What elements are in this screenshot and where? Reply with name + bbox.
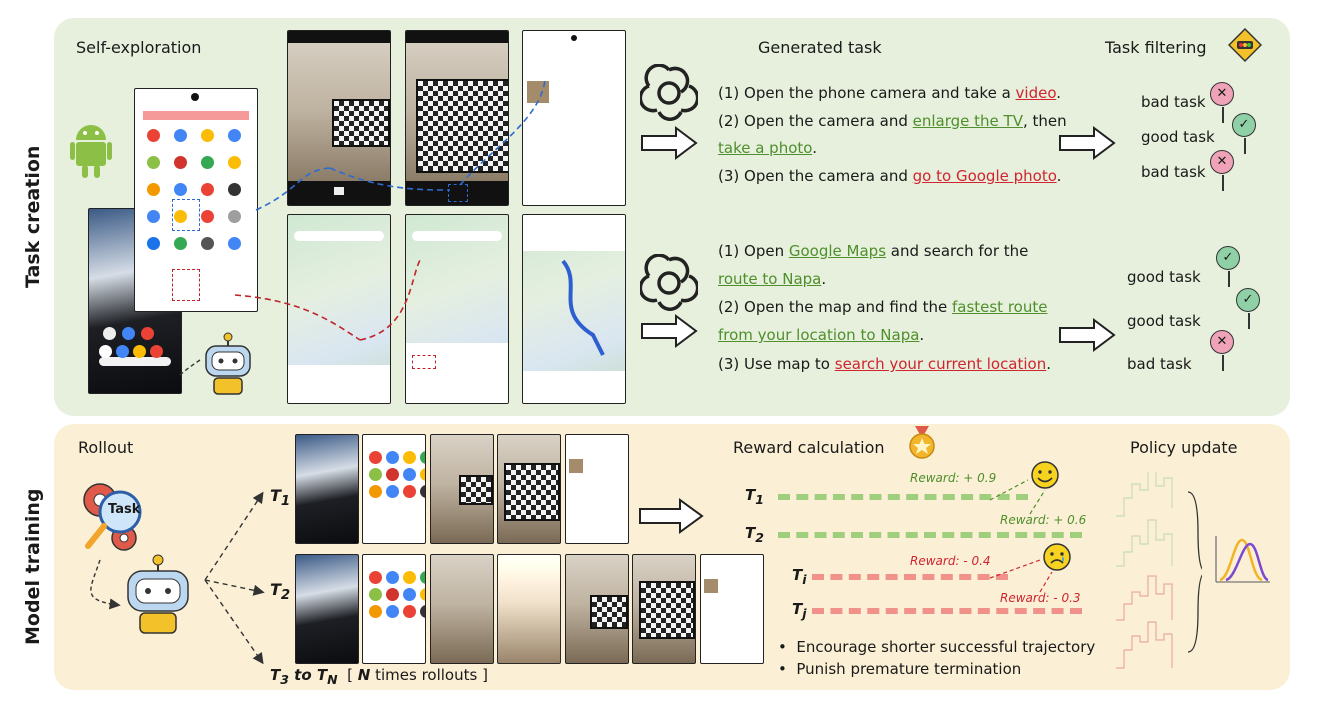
happy-face-icon [1031,461,1059,489]
generated-task-2-1b: route to Napa. [718,270,827,288]
cross-icon-stem [1222,355,1224,371]
task-magnifier-icon [83,483,142,551]
cross-icon: ✕ [1210,150,1234,174]
trajectory-bar-t1 [778,494,1028,500]
cross-icon-stem [1222,107,1224,123]
phone-maps-2 [405,214,509,404]
filter-label: bad task [1141,163,1206,181]
rollout-2-screen-7 [700,554,764,664]
reward-label: Reward: + 0.9 [910,471,997,485]
filter-label: bad task [1141,93,1206,111]
reward-row-label: T1 [745,486,764,507]
generated-task-1-1: (1) Open the phone camera and take a vid… [718,84,1062,102]
rollout-1-screen-2 [362,434,426,544]
cross-icon: ✕ [1210,330,1234,354]
trajectory-bar-ti [812,574,1008,580]
generated-task-1-2: (2) Open the camera and enlarge the TV, … [718,112,1067,130]
rollout-2-screen-5 [565,554,629,664]
rollout-1-screen-1 [295,434,359,544]
reward-row-label: T2 [745,524,764,545]
android-icon [70,125,112,178]
phone-app-drawer [134,88,258,312]
rollout-t2-label: T2 [270,580,291,604]
sad-face-icon [1043,543,1071,571]
rollout-2-screen-3 [430,554,494,664]
filter-label: good task [1127,268,1201,286]
openai-logo-icon [640,254,698,311]
filter-label: bad task [1127,355,1192,373]
generated-task-1-2b: take a photo. [718,139,817,157]
trajectory-bar-tj [812,608,1082,614]
arrow-icon [1059,126,1116,160]
check-icon-stem [1244,138,1246,154]
rollout-tn-label: T3 to TN [ N times rollouts ] [270,666,488,687]
check-icon-stem [1228,271,1230,287]
generated-task-title: Generated task [758,38,882,57]
filter-label: good task [1127,312,1201,330]
reward-label: Reward: + 0.6 [1000,513,1087,527]
check-icon: ✓ [1216,246,1240,270]
generated-task-2-3: (3) Use map to search your current locat… [718,355,1052,373]
reward-label: Reward: - 0.3 [1000,591,1081,605]
cross-icon-stem [1222,175,1224,191]
robot-icon [127,554,189,634]
arrow-icon [639,498,704,534]
generated-task-2-1: (1) Open Google Maps and search for the [718,242,1029,260]
task-filtering-title: Task filtering [1105,38,1207,57]
bullet-item: • Punish premature termination [778,660,1022,678]
rollout-1-screen-4 [497,434,561,544]
arrow-icon [1059,318,1116,352]
reward-row-label: Ti [792,566,807,587]
reward-label: Reward: - 0.4 [910,554,991,568]
bullet-item: • Encourage shorter successful trajector… [778,638,1096,656]
phone-camera-2 [405,30,509,206]
policy-histograms [1116,472,1202,669]
generated-task-2-2: (2) Open the map and find the fastest ro… [718,298,1048,316]
generated-task-1-3: (3) Open the camera and go to Google pho… [718,167,1062,185]
trajectory-bar-t2 [778,532,1082,538]
rollout-2-screen-1 [295,554,359,664]
self-exploration-title: Self-exploration [76,38,202,57]
phone-camera-1 [287,30,391,206]
check-icon-stem [1248,313,1250,329]
rollout-1-screen-3 [430,434,494,544]
openai-logo-icon [640,64,698,121]
task-badge-label: Task [108,502,141,517]
check-icon: ✓ [1232,113,1256,137]
medal-icon [909,426,935,459]
rollout-t1-label: T1 [270,486,291,510]
rollout-title: Rollout [78,438,134,457]
check-icon: ✓ [1236,288,1260,312]
phone-maps-3 [522,214,626,404]
arrow-icon [641,126,698,160]
reward-row-label: Tj [792,600,807,621]
robot-icon [205,332,251,395]
policy-title: Policy update [1130,438,1238,457]
cross-icon: ✕ [1210,82,1234,106]
filter-label: good task [1141,128,1215,146]
traffic-light-icon [1228,28,1262,63]
phone-google-photos [522,30,626,206]
reward-title: Reward calculation [733,438,885,457]
rollout-2-screen-2 [362,554,426,664]
rollout-2-screen-4 [497,554,561,664]
generated-task-2-2b: from your location to Napa. [718,326,925,344]
arrow-icon [641,314,698,348]
distribution-curve-icon [1215,536,1270,583]
rollout-1-screen-5 [565,434,629,544]
rollout-2-screen-6 [632,554,696,664]
